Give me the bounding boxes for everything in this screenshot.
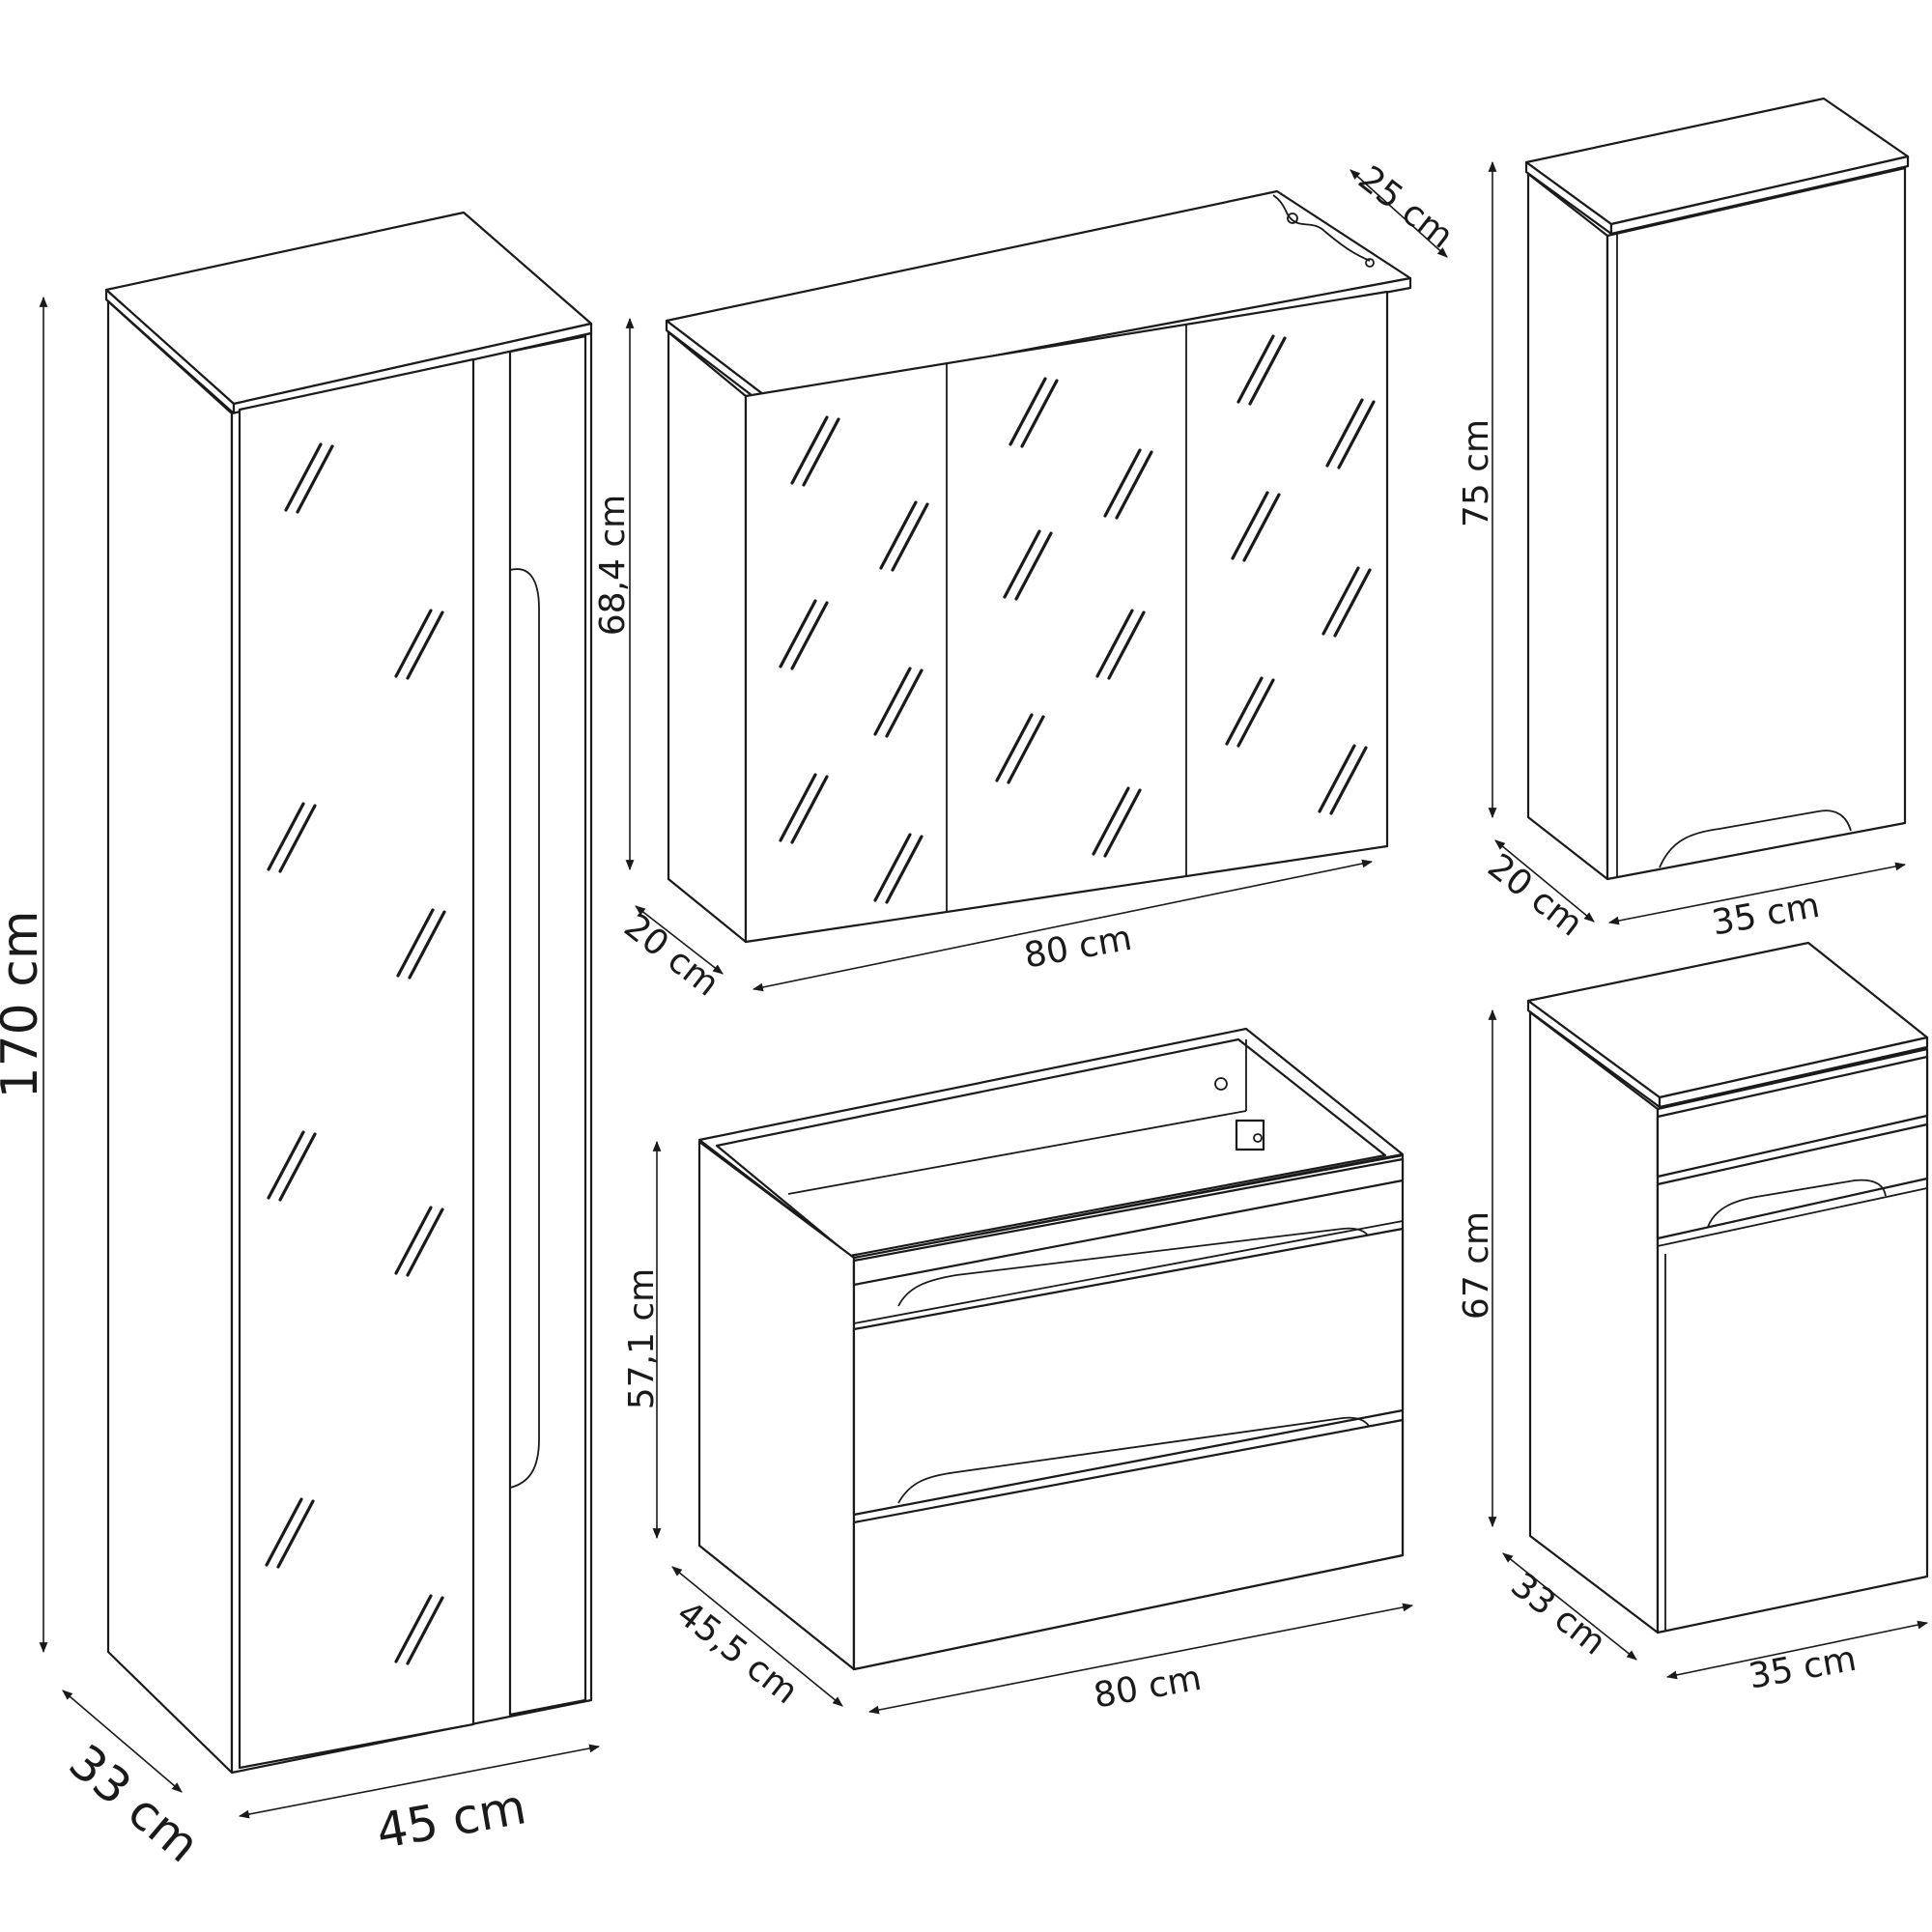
low-drawer-handle bbox=[1707, 1179, 1887, 1228]
side-door bbox=[508, 334, 587, 1717]
height-label: 67 cm bbox=[1457, 1211, 1496, 1320]
door-handle bbox=[509, 568, 540, 1489]
mirror-cabinet-side bbox=[667, 330, 748, 944]
wall-top-edge-front bbox=[1609, 155, 1910, 236]
height-label: 170 cm bbox=[0, 910, 49, 1098]
socket-icon bbox=[1287, 213, 1298, 224]
low-cabinet-side bbox=[1528, 1010, 1660, 1634]
wall-cabinet-front bbox=[1605, 166, 1907, 881]
drawer-1-handle bbox=[897, 1416, 1373, 1504]
power-cable bbox=[1272, 194, 1371, 262]
depth-label: 20 cm bbox=[1480, 846, 1590, 944]
door-handle-cutout bbox=[1659, 810, 1852, 868]
width-label: 80 cm bbox=[1021, 919, 1135, 977]
mirror-cabinet: 68,4 cm 80 cm 20 cm 25 cm bbox=[593, 158, 1461, 1004]
tall-cabinet-side bbox=[106, 299, 234, 1775]
mirror-door bbox=[238, 357, 475, 1770]
height-label: 75 cm bbox=[1457, 419, 1496, 527]
vanity-back-edge bbox=[787, 1110, 1247, 1195]
tall-cabinet: 170 cm 45 cm 33 cm bbox=[0, 211, 601, 1874]
depth-label: 20 cm bbox=[616, 906, 726, 1004]
low-door-divider bbox=[1657, 1187, 1928, 1247]
depth-dimension-line bbox=[671, 1566, 843, 1707]
low-top-edge-front bbox=[1658, 1036, 1929, 1109]
top-drawer-strip bbox=[852, 1157, 1405, 1287]
mirror-reflection-marks bbox=[779, 334, 1376, 904]
mirror-cabinet-front bbox=[744, 290, 1389, 944]
width-dimension-line bbox=[867, 1603, 1414, 1715]
siphon-detail bbox=[1253, 1133, 1263, 1143]
height-label: 68,4 cm bbox=[593, 495, 633, 636]
drawer-divider-2 bbox=[853, 1409, 1404, 1516]
width-dimension-line bbox=[1607, 862, 1907, 925]
low-cabinet: 67 cm 35 cm 33 cm bbox=[1457, 941, 1929, 1697]
wall-cabinet-side bbox=[1526, 172, 1609, 881]
vanity-unit: 57,1 cm 80 cm 45,5 cm bbox=[622, 1027, 1414, 1717]
top-depth-label: 25 cm bbox=[1350, 158, 1461, 256]
plug-icon bbox=[1365, 258, 1375, 268]
depth-dimension-line bbox=[62, 1690, 183, 1793]
low-drawer-2 bbox=[1656, 1122, 1929, 1240]
drain-hole-icon bbox=[1214, 1077, 1228, 1091]
width-label: 35 cm bbox=[1746, 1639, 1860, 1697]
vanity-inner-rim bbox=[715, 1037, 1387, 1258]
width-label: 35 cm bbox=[1709, 886, 1823, 944]
depth-dimension-line bbox=[1494, 839, 1595, 923]
top-depth-dimension-line bbox=[1350, 169, 1448, 258]
width-dimension-line bbox=[752, 859, 1374, 992]
wall-cabinet: 75 cm 35 cm 20 cm bbox=[1457, 97, 1910, 945]
width-label: 80 cm bbox=[1091, 1659, 1205, 1717]
drawer-divider-1 bbox=[853, 1220, 1404, 1324]
width-dimension-line bbox=[238, 1744, 601, 1819]
height-label: 57,1 cm bbox=[622, 1268, 662, 1409]
depth-label: 33 cm bbox=[59, 1734, 211, 1874]
depth-dimension-line bbox=[635, 905, 724, 975]
width-label: 45 cm bbox=[372, 1778, 529, 1860]
depth-dimension-line bbox=[1502, 1552, 1637, 1661]
mirror-reflection-marks bbox=[265, 442, 446, 1665]
low-drawer bbox=[1656, 1055, 1929, 1179]
width-dimension-line bbox=[1665, 1620, 1929, 1680]
